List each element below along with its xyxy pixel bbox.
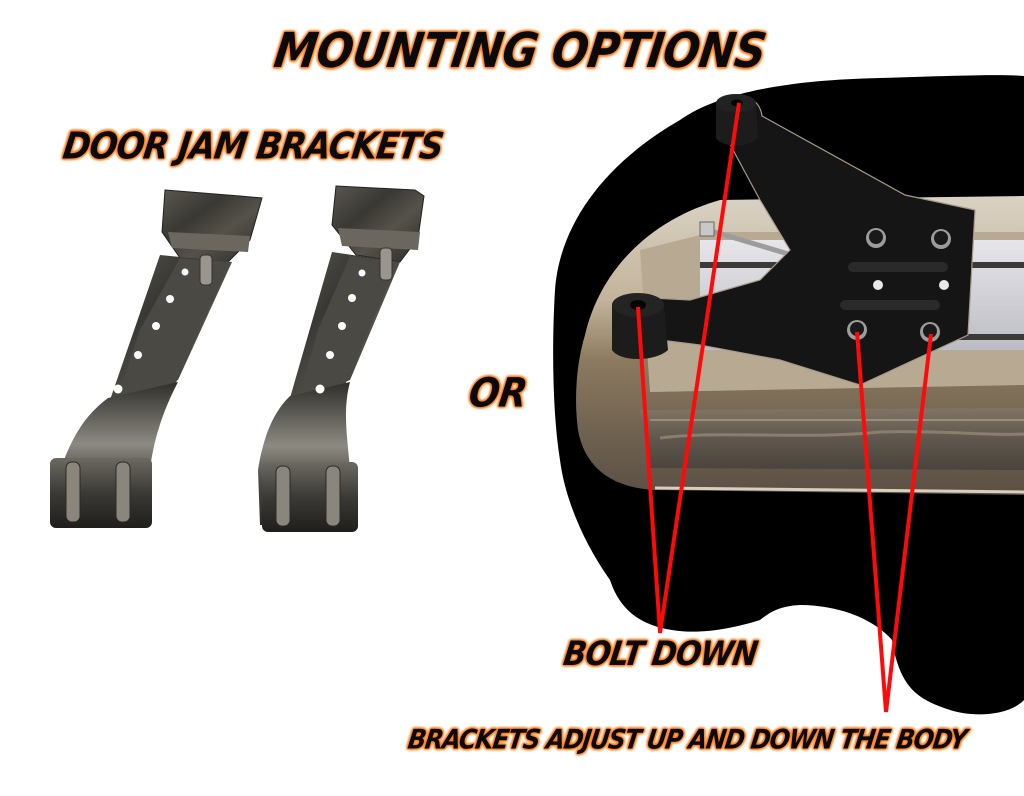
adjust-pointer: [855, 331, 933, 713]
page-title: MOUNTING OPTIONS: [270, 23, 770, 80]
screw-icon: [847, 228, 951, 342]
or-divider: OR: [466, 370, 530, 417]
door-jam-bracket-left: [50, 189, 263, 528]
door-jam-brackets-heading: DOOR JAM BRACKETS: [60, 123, 446, 168]
pointer-lines: [636, 102, 933, 713]
bolt-down-pointer: [636, 102, 741, 634]
bolt-down-callout: BOLT DOWN: [560, 634, 760, 674]
door-jam-bracket-right: [258, 185, 425, 532]
light-bar-photo: [553, 75, 1024, 715]
brackets-adjust-callout: BRACKETS ADJUST UP AND DOWN THE BODY: [405, 723, 969, 756]
